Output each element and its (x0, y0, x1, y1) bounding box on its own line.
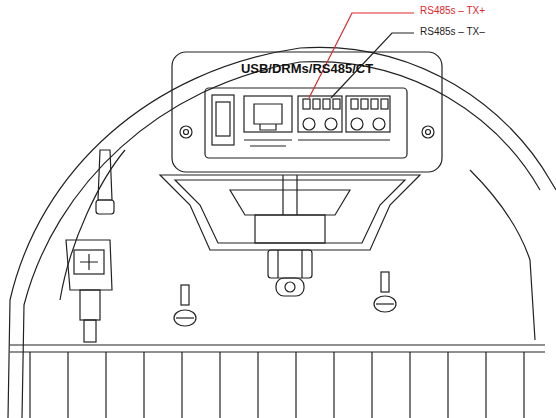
cooling-fin (29, 352, 30, 418)
cooling-fin (67, 352, 68, 418)
terminal-screw (303, 118, 315, 130)
panel-screw (180, 126, 192, 138)
usb-port (216, 102, 230, 136)
ct-terminal (346, 96, 390, 132)
usb-port (212, 95, 234, 145)
gland-seal (276, 278, 304, 296)
cooling-fin (295, 352, 296, 418)
gland-body (230, 190, 350, 215)
housing-recess (60, 150, 125, 300)
terminal-pin (313, 99, 320, 109)
cooling-fin (447, 352, 448, 418)
housing-outline (8, 47, 556, 418)
base-edge (10, 351, 545, 352)
terminal-pin (333, 99, 340, 109)
rj45-port (254, 104, 282, 130)
ground-terminal (66, 150, 114, 342)
terminal-screw (351, 118, 363, 130)
terminal-pin (303, 99, 310, 109)
cooling-fin (409, 352, 410, 418)
cooling-fin (485, 352, 486, 418)
signal-label: RS485s – TX– (420, 27, 485, 37)
gland-cover (175, 180, 405, 243)
cooling-fin (219, 352, 220, 418)
terminal-pin (371, 99, 378, 109)
rs485-terminal (298, 96, 342, 132)
terminal-pin (351, 99, 358, 109)
terminal-screw (325, 118, 337, 130)
cooling-fin (333, 352, 334, 418)
panel-screw (422, 126, 434, 138)
gland-slot (283, 175, 297, 215)
cooling-fin (105, 352, 106, 418)
port-panel (172, 52, 442, 172)
cooling-fins (30, 352, 524, 418)
housing-inner-edge (22, 62, 540, 418)
connector-window (205, 88, 407, 158)
board-edge (244, 140, 390, 146)
cooling-fin (181, 352, 182, 418)
rj45-port (244, 96, 292, 132)
cooling-fin (523, 352, 524, 418)
panel-screw (426, 130, 431, 135)
gland-cover (160, 175, 420, 250)
leader-line (309, 13, 414, 98)
gland-nut (268, 250, 312, 278)
terminal-screw (373, 118, 385, 130)
gland-body (255, 215, 325, 243)
cooling-fin (257, 352, 258, 418)
mounting-screw (174, 272, 396, 326)
housing-recess (470, 170, 535, 340)
gland-nut (278, 250, 302, 278)
port-panel-label: USB/DRMs/RS485/CT (241, 62, 373, 75)
panel-screw (184, 130, 189, 135)
terminal-pins (303, 99, 388, 109)
terminal-pin (323, 99, 330, 109)
signal-label: RS485s – TX+ (420, 6, 485, 16)
terminal-pin (361, 99, 368, 109)
cooling-fin (371, 352, 372, 418)
cable-hole (285, 282, 295, 292)
cooling-fin (143, 352, 144, 418)
base-edge (10, 344, 545, 345)
terminal-pin (381, 99, 388, 109)
